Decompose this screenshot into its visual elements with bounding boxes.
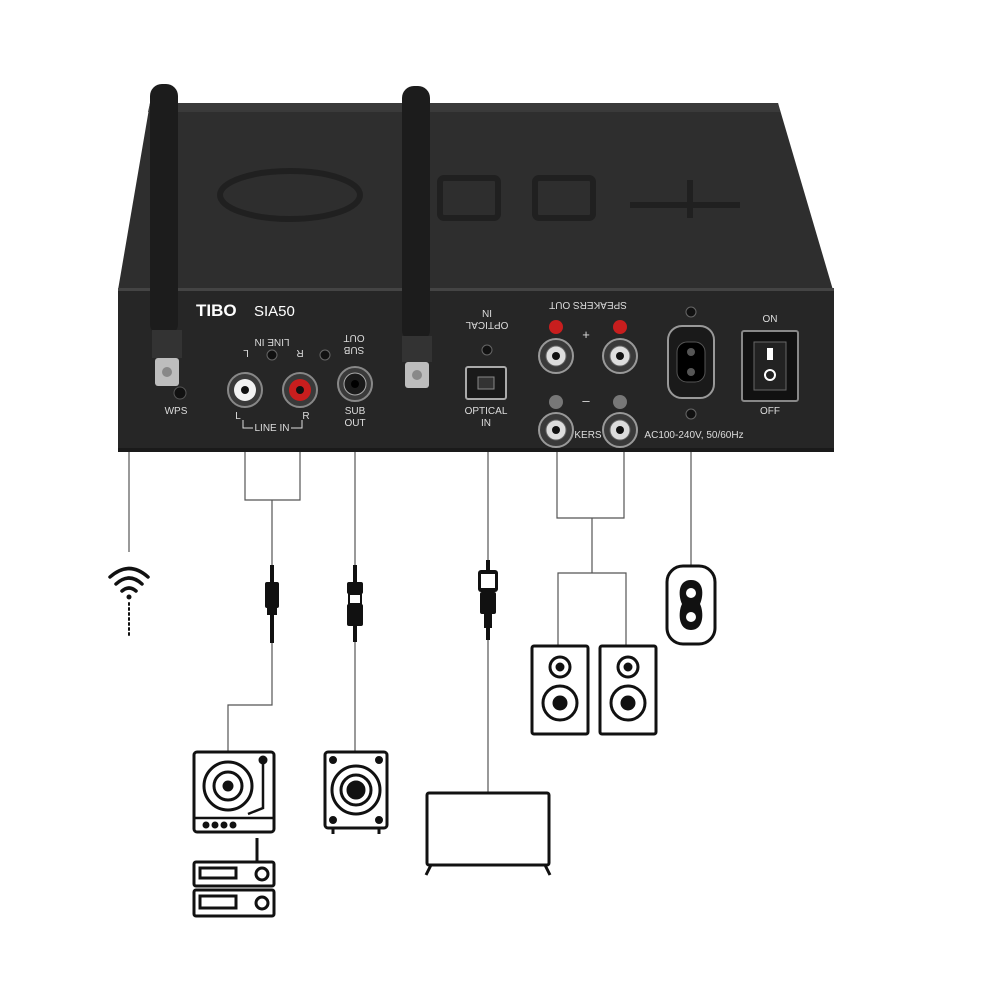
- wifi-icon: [108, 566, 150, 637]
- speaker-terminal-left-minus[interactable]: [538, 395, 574, 448]
- sub-out-label-top-b: SUB: [343, 344, 364, 355]
- optical-in-label-optical: OPTICAL: [465, 406, 508, 417]
- speaker-terminal-right-plus[interactable]: [602, 320, 638, 374]
- speaker-icon: [530, 644, 590, 736]
- optical-in-label-in: IN: [481, 418, 491, 429]
- connector-lines: [128, 452, 692, 792]
- line-in-left-top: L: [243, 347, 249, 358]
- power-switch[interactable]: [741, 330, 799, 402]
- turntable-icon: [192, 750, 276, 834]
- wps-label: WPS: [165, 406, 188, 417]
- wps-button[interactable]: [173, 386, 187, 400]
- sub-out-label-top-a: OUT: [343, 332, 364, 343]
- speaker-terminal-left-plus[interactable]: [538, 320, 574, 374]
- line-in-label-bottom: LINE IN: [254, 423, 289, 434]
- optical-in-label-top-a: OPTICAL: [465, 319, 508, 330]
- power-inlet[interactable]: [667, 325, 715, 399]
- brand-logo: TIBO: [196, 301, 237, 320]
- line-in-label-top: LINE IN: [254, 336, 289, 347]
- subwoofer-icon: [323, 750, 389, 834]
- switch-on-label: ON: [763, 314, 778, 325]
- optical-in-port[interactable]: [465, 366, 507, 400]
- device-top-lid: [118, 103, 833, 290]
- tv-icon: [424, 791, 552, 876]
- stereo-receiver-icon: [192, 838, 276, 918]
- line-in-right-top: R: [296, 347, 303, 358]
- lid-embossed-logo: [217, 168, 740, 222]
- sub-out-label-sub: SUB: [345, 406, 366, 417]
- optical-in-label-top-b: IN: [482, 307, 492, 318]
- optical-connector-icon: [478, 560, 498, 640]
- amplifier-device: TIBO SIA50 WPS LINE IN L R L R LINE IN O…: [118, 84, 834, 452]
- sub-out-jack[interactable]: [337, 366, 373, 402]
- power-spec-label: AC100-240V, 50/60Hz: [644, 430, 743, 441]
- speaker-icon: [598, 644, 658, 736]
- speakers-minus-label: –: [582, 393, 590, 408]
- antenna-right: [402, 86, 432, 388]
- antenna-left: [150, 84, 182, 386]
- speaker-terminal-right-minus[interactable]: [602, 395, 638, 448]
- speakers-label-bottom: KERS: [574, 430, 602, 441]
- line-in-left-jack[interactable]: [227, 372, 263, 408]
- line-in-left-bottom: L: [235, 411, 241, 422]
- model-label: SIA50: [254, 303, 295, 320]
- line-in-right-bottom: R: [302, 411, 309, 422]
- speakers-out-label-top: SPEAKERS OUT: [549, 299, 627, 310]
- sub-out-label-out: OUT: [344, 418, 365, 429]
- switch-off-label: OFF: [760, 406, 780, 417]
- power-socket-icon: [665, 564, 717, 646]
- line-in-cable-icon: [265, 565, 279, 643]
- speakers-plus-label: +: [582, 327, 590, 342]
- sub-out-cable-icon: [347, 565, 363, 642]
- line-in-right-jack[interactable]: [282, 372, 318, 408]
